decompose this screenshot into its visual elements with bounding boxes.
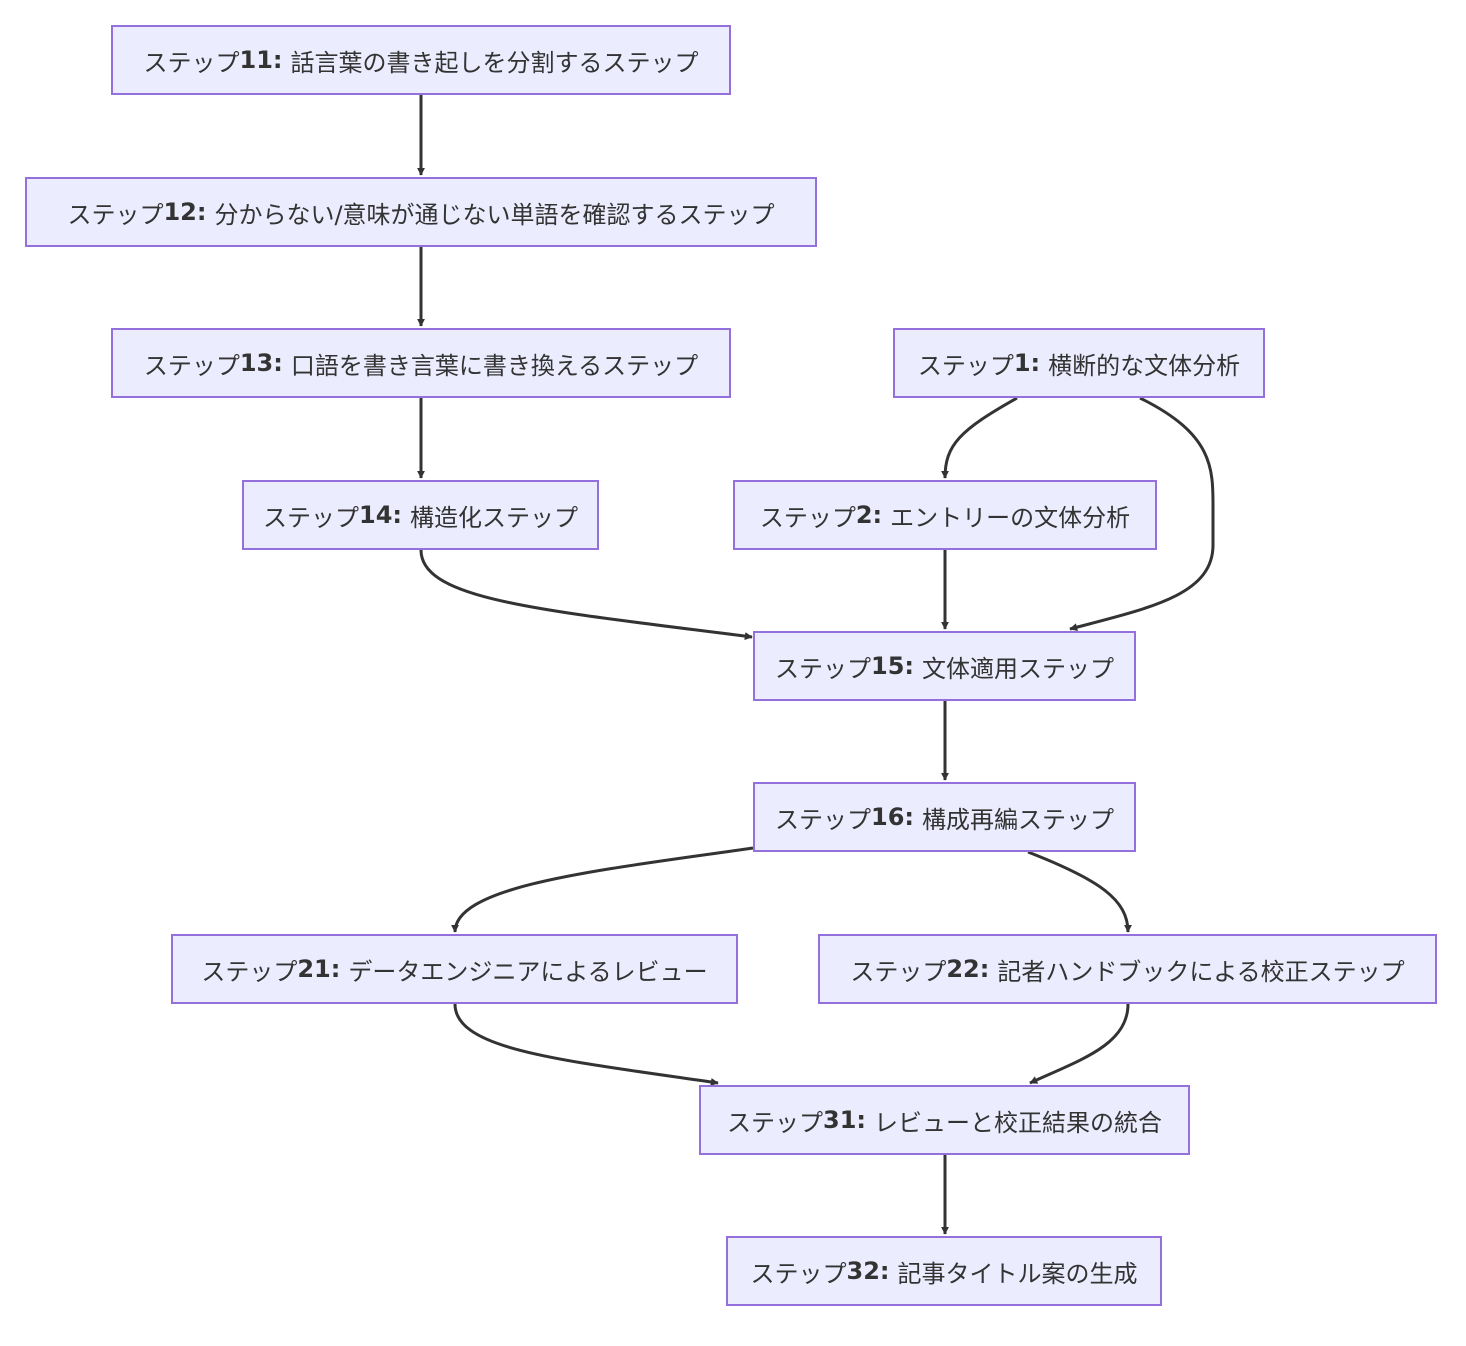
node-step-12-prefix: ステップ: [67, 200, 164, 229]
node-step-15-text: 文体適用ステップ: [922, 654, 1114, 683]
node-step-14-text: 構造化ステップ: [410, 503, 578, 532]
node-step-11-number: 11:: [239, 46, 283, 74]
edge-s14-to-s15: [419, 549, 753, 641]
node-step-12-number: 12:: [163, 198, 207, 226]
node-step-11-text: 話言葉の書き起しを分割するステップ: [290, 48, 699, 77]
node-step-15-number: 15:: [871, 652, 914, 680]
edge-s22-to-s31: [1029, 1003, 1130, 1085]
node-step-21-prefix: ステップ: [201, 957, 298, 986]
node-step-32-text: 記事タイトル案の生成: [897, 1259, 1138, 1288]
node-step-12-text: 分からない/意味が通じない単語を確認するステップ: [214, 200, 775, 229]
node-step-22-number: 22:: [946, 955, 990, 983]
edge-s21-to-s31: [453, 1003, 719, 1086]
node-step-16-number: 16:: [871, 803, 914, 831]
node-step-21-text: データエンジニアによるレビュー: [348, 957, 708, 986]
node-step-2-text: エントリーの文体分析: [890, 503, 1131, 532]
node-step-2-number: 2:: [855, 501, 883, 529]
node-step-13-text: 口語を書き言葉に書き換えるステップ: [290, 351, 699, 380]
node-step-21-number: 21:: [297, 955, 341, 983]
node-step-22-prefix: ステップ: [850, 957, 947, 986]
node-step-31-prefix: ステップ: [727, 1108, 823, 1137]
node-step-22-text: 記者ハンドブックによる校正ステップ: [997, 957, 1405, 986]
node-step-2-prefix: ステップ: [759, 503, 856, 532]
node-step-16-text: 構成再編ステップ: [922, 805, 1114, 834]
node-step-32-number: 32:: [846, 1257, 890, 1285]
node-step-31-number: 31:: [823, 1106, 866, 1134]
node-step-1-text: 横断的な文体分析: [1048, 351, 1241, 380]
edge-s16-to-s22: [1027, 850, 1132, 933]
node-step-1-prefix: ステップ: [917, 351, 1014, 380]
edge-s1-to-s2: [941, 396, 1018, 479]
node-step-14-number: 14:: [359, 501, 402, 529]
node-step-32-prefix: ステップ: [750, 1259, 847, 1288]
node-step-14-prefix: ステップ: [263, 503, 359, 532]
edge-s1-to-s15: [1069, 396, 1215, 632]
node-step-16-prefix: ステップ: [775, 805, 871, 834]
node-step-31-text: レビューと校正結果の統合: [874, 1108, 1162, 1137]
edge-s16-to-s21: [451, 846, 754, 933]
node-step-13-number: 13:: [239, 349, 283, 377]
node-step-13-prefix: ステップ: [143, 351, 240, 380]
node-step-15-prefix: ステップ: [775, 654, 871, 683]
node-step-11-prefix: ステップ: [143, 48, 240, 77]
node-step-1-number: 1:: [1013, 349, 1041, 377]
